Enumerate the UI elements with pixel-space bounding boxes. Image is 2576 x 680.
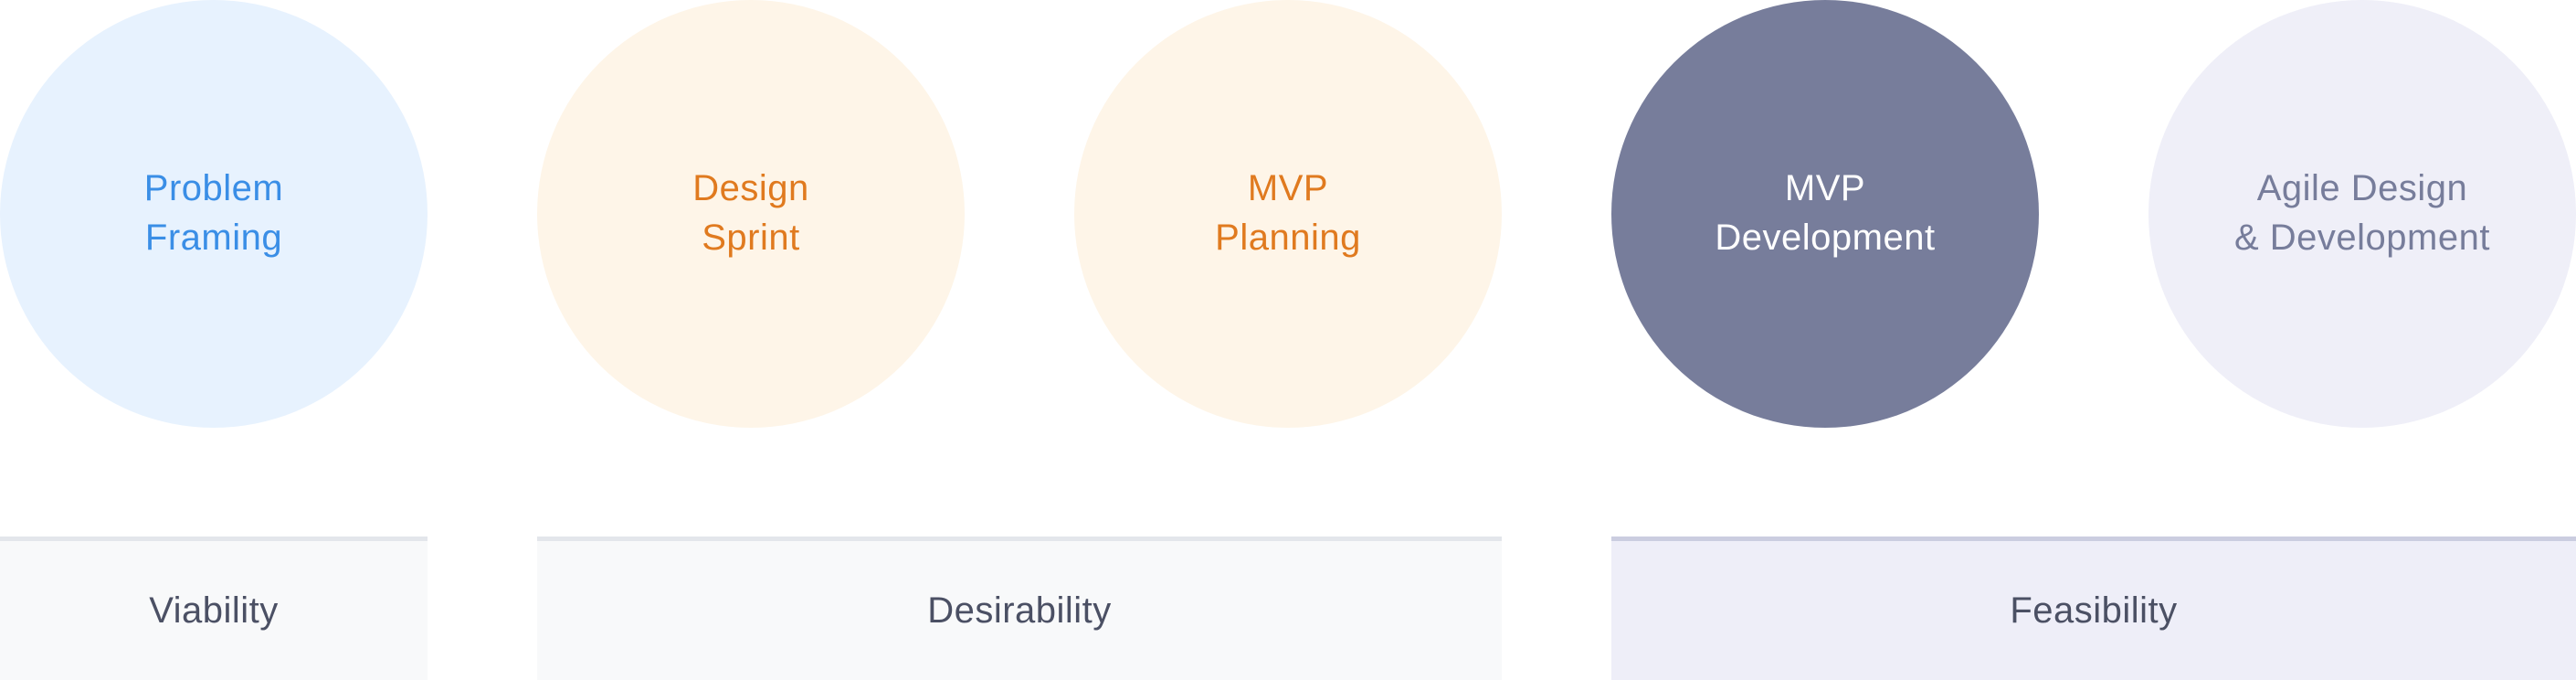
category-desirability: Desirability	[537, 537, 1502, 680]
stage-mvp-development: MVP Development	[1611, 0, 2039, 428]
stage-problem-framing: Problem Framing	[0, 0, 428, 428]
stage-label: Agile Design & Development	[2234, 168, 2490, 258]
category-viability: Viability	[0, 537, 428, 680]
stage-label: Problem Framing	[143, 168, 284, 258]
stage-label: Design Sprint	[692, 168, 809, 258]
stage-label: MVP Planning	[1215, 168, 1361, 258]
category-label: Viability	[149, 590, 279, 631]
category-label: Desirability	[927, 590, 1112, 631]
category-label: Feasibility	[2010, 590, 2178, 631]
stage-label: MVP Development	[1715, 168, 1936, 258]
stage-mvp-planning: MVP Planning	[1074, 0, 1502, 428]
category-feasibility: Feasibility	[1611, 537, 2576, 680]
stage-design-sprint: Design Sprint	[537, 0, 965, 428]
stage-agile-design-development: Agile Design & Development	[2148, 0, 2576, 428]
